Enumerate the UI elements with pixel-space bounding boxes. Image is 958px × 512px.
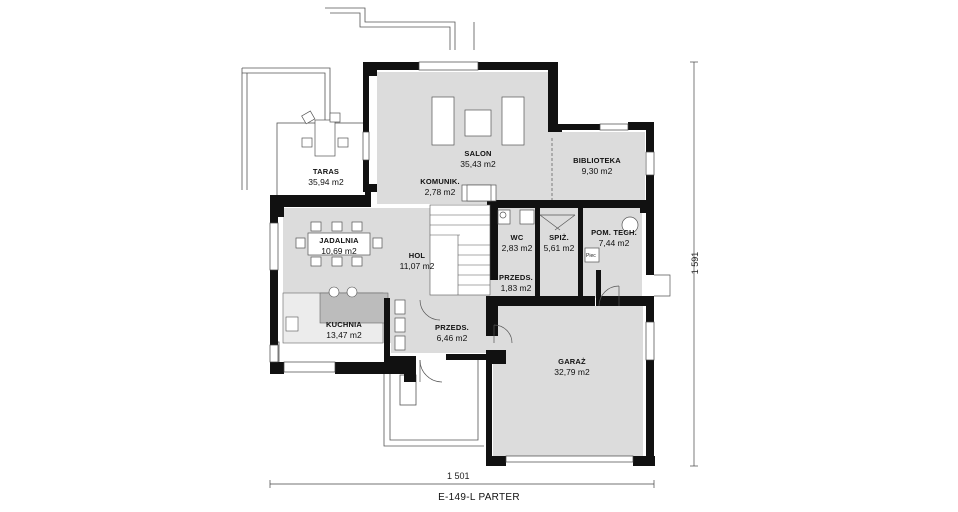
room-area: 6,46 m2: [436, 333, 468, 343]
room-name: KOMUNIK.: [420, 177, 460, 186]
room-label-salon: SALON 35,43 m2: [446, 149, 510, 169]
boiler-label: Piec: [586, 253, 596, 259]
room-area: 13,47 m2: [326, 330, 362, 340]
terrace-table: [301, 110, 349, 157]
door-swings: [419, 138, 671, 383]
room-area: 7,44 m2: [598, 238, 630, 248]
stool-icon: [346, 286, 358, 298]
room-label-przeds-small: PRZEDS. 1,83 m2: [494, 273, 538, 293]
room-name: PRZEDS.: [435, 323, 469, 332]
room-label-pom-tech: POM. TECH. 7,44 m2: [584, 228, 644, 248]
room-area: 9,30 m2: [581, 166, 613, 176]
room-name: PRZEDS.: [499, 273, 533, 282]
room-label-biblioteka: BIBLIOTEKA 9,30 m2: [565, 156, 629, 176]
room-name: GARAŻ: [558, 357, 586, 366]
room-area: 35,43 m2: [460, 159, 496, 169]
stove-icon: [285, 316, 299, 332]
room-label-jadalnia: JADALNIA 10,69 m2: [309, 236, 369, 256]
plan-title: E-149-L PARTER: [438, 492, 520, 503]
room-area: 1,83 m2: [500, 283, 532, 293]
room-area: 35,94 m2: [308, 177, 344, 187]
bathroom-fixtures: [394, 184, 639, 351]
room-name: JADALNIA: [319, 236, 359, 245]
room-area: 5,61 m2: [543, 243, 575, 253]
room-area: 10,69 m2: [321, 246, 357, 256]
stool-icon: [328, 286, 340, 298]
room-area: 32,79 m2: [554, 367, 590, 377]
dimension-lines: [269, 61, 698, 488]
width-dimension: 1 501: [447, 471, 470, 481]
room-name: SALON: [464, 149, 492, 158]
room-name: BIBLIOTEKA: [573, 156, 621, 165]
room-name: KUCHNIA: [326, 320, 362, 329]
room-label-komunik: KOMUNIK. 2,78 m2: [412, 177, 468, 197]
room-label-spiz: SPIŻ. 5,61 m2: [538, 233, 580, 253]
room-name: TARAS: [312, 167, 340, 176]
dining-table: [295, 221, 383, 267]
height-dimension: 1 591: [690, 251, 700, 275]
room-label-garaz: GARAŻ 32,79 m2: [540, 357, 604, 377]
room-name: POM. TECH.: [591, 228, 637, 237]
kitchen-island: [319, 292, 389, 324]
walls: [270, 62, 655, 466]
room-area: 2,83 m2: [501, 243, 533, 253]
room-label-wc: WC 2,83 m2: [496, 233, 538, 253]
room-name: SPIŻ.: [549, 233, 569, 242]
room-name: WC: [510, 233, 524, 242]
room-label-taras: TARAS 35,94 m2: [296, 167, 356, 187]
room-label-kuchnia: KUCHNIA 13,47 m2: [314, 320, 374, 340]
room-name: HOL: [408, 251, 426, 260]
room-area: 11,07 m2: [399, 261, 435, 271]
windows: [269, 61, 655, 463]
room-area: 2,78 m2: [424, 187, 456, 197]
stairs: [429, 204, 491, 296]
room-label-hol: HOL 11,07 m2: [390, 251, 444, 271]
room-label-przeds-main: PRZEDS. 6,46 m2: [425, 323, 479, 343]
